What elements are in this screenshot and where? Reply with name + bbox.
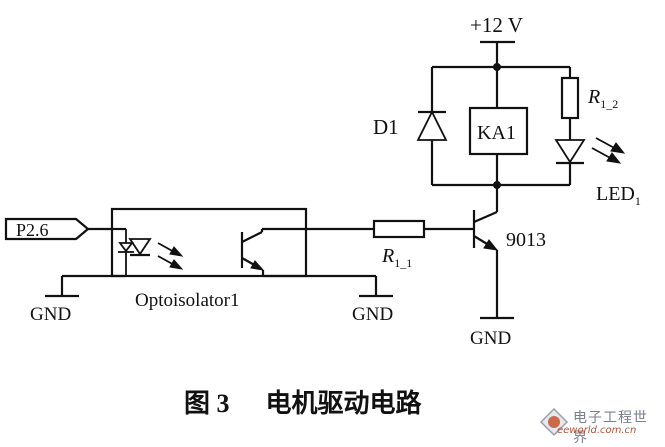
port-tag [4, 217, 90, 241]
relay-coil-box [468, 106, 529, 156]
relay-label: KA1 [477, 122, 516, 144]
supply-label: +12 V [470, 13, 523, 37]
port-label: P2.6 [16, 220, 49, 240]
optoisolator-label: Optoisolator1 [135, 290, 240, 311]
base-resistor [372, 219, 426, 239]
led-resistor [560, 76, 580, 120]
watermark-url: eeworld.com.cn [557, 425, 637, 436]
watermark: 电子工程世界 eeworld.com.cn [535, 403, 661, 446]
optoisolator-box [110, 207, 308, 278]
led-resistor-label: R1_2 [587, 86, 618, 111]
diode-label: D1 [373, 115, 399, 139]
transistor-gnd-label: GND [470, 328, 511, 349]
base-resistor-label: R1_1 [381, 245, 412, 270]
opto-transistor-collector [241, 231, 263, 243]
led-symbol [554, 139, 586, 164]
left-gnd-label: GND [30, 304, 71, 325]
led-emission-arrowhead-2 [610, 142, 626, 154]
opto-led-diode [128, 238, 152, 256]
watermark-name: 电子工程世界 [573, 410, 648, 446]
opto-gnd-label: GND [352, 304, 393, 325]
transistor-label: 9013 [506, 229, 546, 251]
transistor-emitter-arrow [483, 239, 499, 251]
opto-transistor-emitter-arrow [250, 260, 265, 271]
transistor-collector-lead [473, 210, 498, 224]
eeworld-logo-icon [539, 407, 569, 437]
opto-emission-arrowhead-2 [169, 259, 184, 270]
opto-led-symbol [118, 242, 134, 253]
diode-symbol [416, 109, 448, 141]
led-label: LED1 [596, 183, 641, 208]
opto-emission-arrowhead-1 [169, 246, 184, 257]
led-emission-arrowhead-1 [606, 152, 622, 164]
